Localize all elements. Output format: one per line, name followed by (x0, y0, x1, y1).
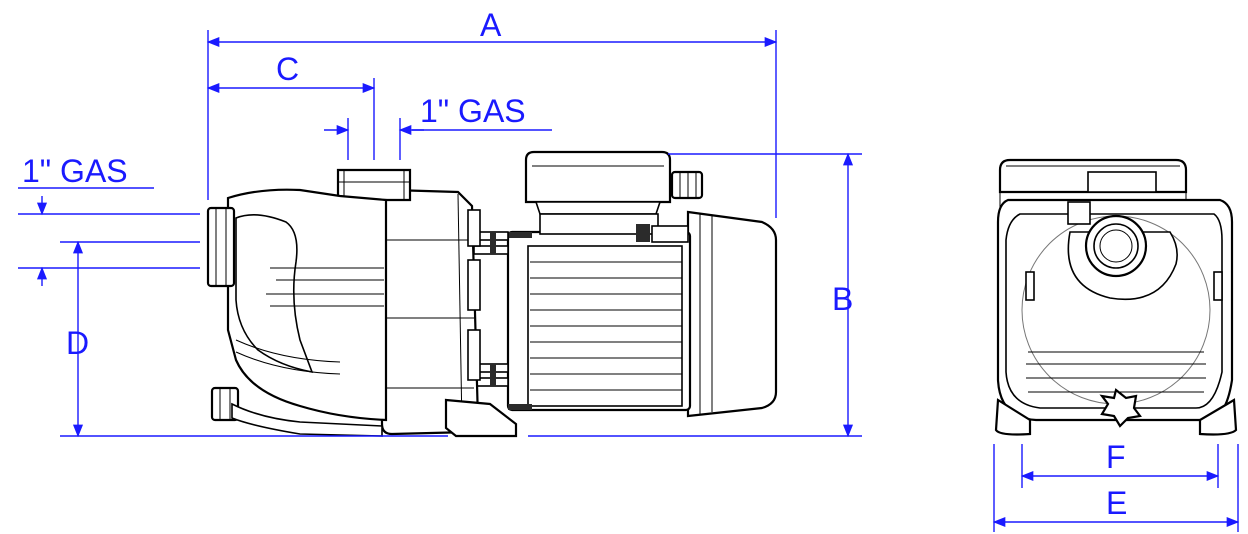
pump-front-view (994, 158, 1238, 436)
label-b: B (832, 281, 853, 317)
label-c: C (276, 51, 299, 87)
label-gas-top: 1" GAS (420, 93, 526, 129)
dimension-lines (18, 30, 1240, 532)
label-gas-side: 1" GAS (22, 153, 128, 189)
pump-side-view (206, 150, 778, 438)
label-a: A (480, 7, 502, 43)
label-d: D (66, 325, 89, 361)
label-e: E (1106, 485, 1127, 521)
label-f: F (1106, 439, 1126, 475)
dimension-labels: A C 1" GAS 1" GAS D B F E (22, 7, 1127, 521)
